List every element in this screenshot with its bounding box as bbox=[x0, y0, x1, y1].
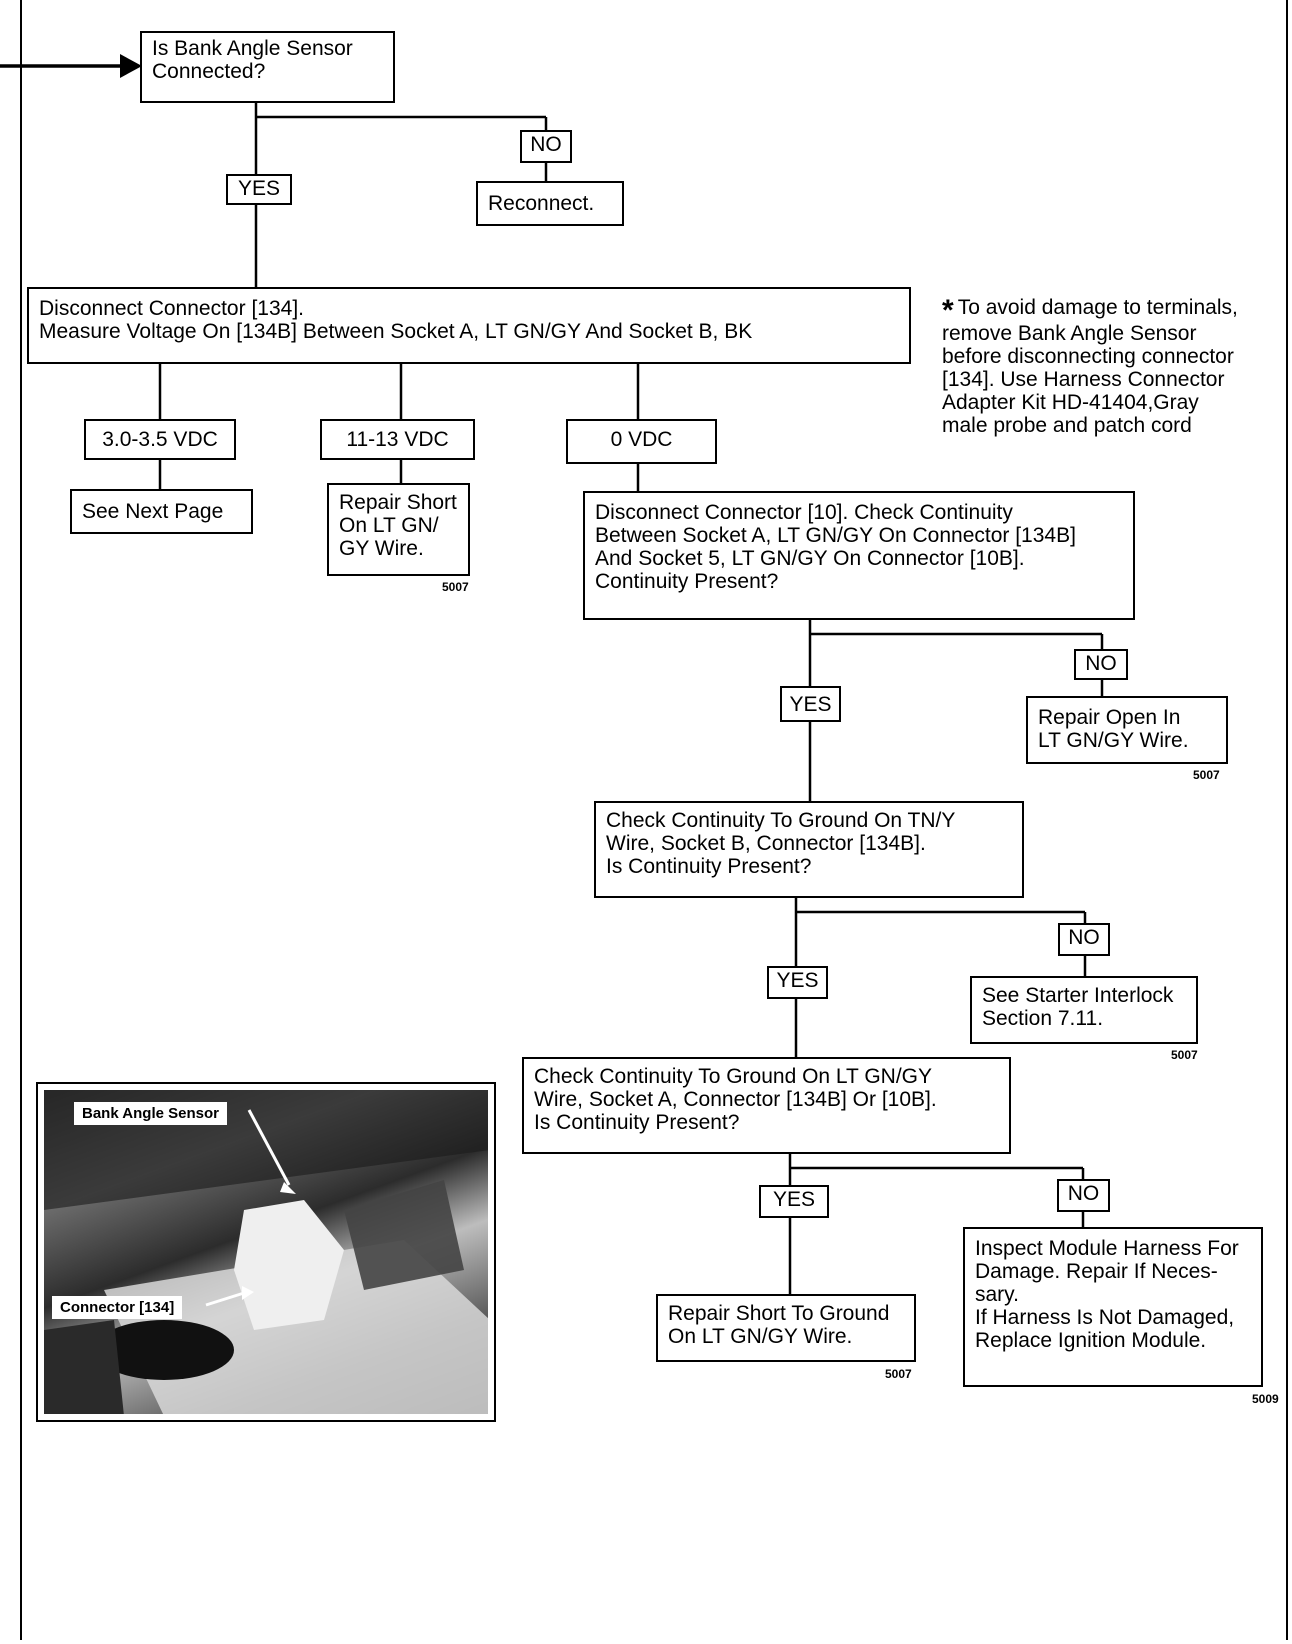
label-yes: YES bbox=[759, 1185, 829, 1218]
callout-bank-angle-sensor: Bank Angle Sensor bbox=[74, 1102, 227, 1125]
start-decision-box: Is Bank Angle Sensor Connected? bbox=[140, 31, 395, 103]
sensor-photo: Bank Angle Sensor Connector [134] bbox=[44, 1090, 488, 1414]
label-yes: YES bbox=[226, 174, 292, 205]
label-no: NO bbox=[520, 130, 572, 163]
figure-number: 5007 bbox=[442, 580, 469, 594]
figure-number: 5007 bbox=[1171, 1048, 1198, 1062]
label-yes: YES bbox=[780, 686, 841, 722]
figure-number: 5009 bbox=[1252, 1392, 1279, 1406]
see-starter-interlock-box: See Starter Interlock Section 7.11. bbox=[970, 976, 1198, 1044]
repair-short-ground-box: Repair Short To Ground On LT GN/GY Wire. bbox=[656, 1294, 916, 1362]
figure-number: 5007 bbox=[885, 1367, 912, 1381]
voltage-0: 0 VDC bbox=[566, 419, 717, 464]
inspect-module-box: Inspect Module Harness For Damage. Repai… bbox=[963, 1227, 1263, 1387]
note-text: To avoid damage to terminals, remove Ban… bbox=[942, 296, 1238, 437]
sensor-photo-frame: Bank Angle Sensor Connector [134] bbox=[36, 1082, 496, 1422]
label-yes: YES bbox=[767, 966, 828, 999]
photo-shapes bbox=[44, 1090, 488, 1414]
reconnect-box: Reconnect. bbox=[476, 181, 624, 226]
repair-short-ltgn-box: Repair Short On LT GN/ GY Wire. bbox=[327, 483, 470, 576]
check-ltgn-ground-box: Check Continuity To Ground On LT GN/GY W… bbox=[522, 1057, 1011, 1154]
figure-number: 5007 bbox=[1193, 768, 1220, 782]
page-frame bbox=[20, 0, 1288, 1640]
repair-open-box: Repair Open In LT GN/GY Wire. bbox=[1026, 696, 1228, 764]
caution-note: *To avoid damage to terminals, remove Ba… bbox=[942, 294, 1272, 438]
label-no: NO bbox=[1074, 649, 1128, 680]
see-next-page-box: See Next Page bbox=[70, 489, 253, 534]
voltage-3-3.5: 3.0-3.5 VDC bbox=[84, 419, 236, 460]
label-no: NO bbox=[1058, 923, 1110, 956]
note-asterisk: * bbox=[942, 294, 954, 327]
label-no: NO bbox=[1057, 1179, 1110, 1212]
check-connector-10-box: Disconnect Connector [10]. Check Continu… bbox=[583, 491, 1135, 620]
voltage-11-13: 11-13 VDC bbox=[320, 419, 475, 460]
check-tny-ground-box: Check Continuity To Ground On TN/Y Wire,… bbox=[594, 801, 1024, 898]
callout-connector-134: Connector [134] bbox=[52, 1296, 183, 1319]
measure-voltage-box: Disconnect Connector [134]. Measure Volt… bbox=[27, 287, 911, 364]
